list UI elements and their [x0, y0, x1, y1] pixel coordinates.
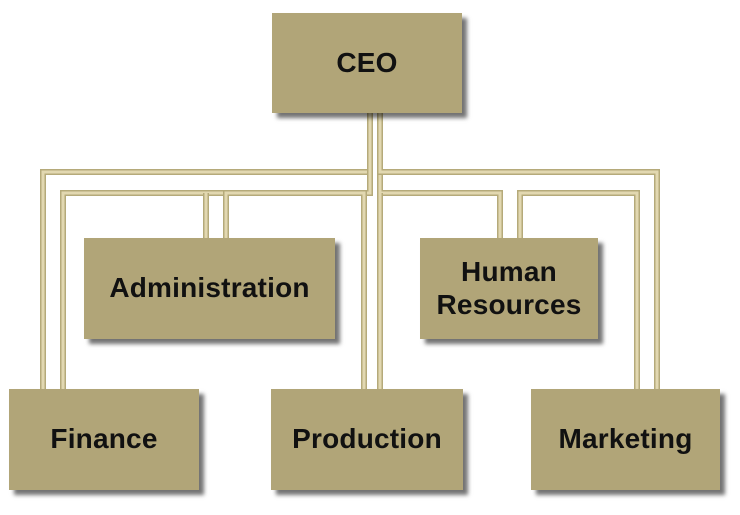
production-box: Production: [271, 389, 463, 490]
connector-ceo-marketing-inner: [518, 191, 639, 389]
connector-ceo-human-resources: [378, 113, 502, 238]
marketing-label: Marketing: [558, 423, 693, 455]
finance-label: Finance: [50, 423, 158, 455]
human-resources-box: Human Resources: [420, 238, 598, 339]
human-resources-label-line-1: Human: [461, 256, 557, 288]
connector-ceo-production: [224, 191, 366, 389]
connector-ceo-finance-inner: [61, 113, 372, 389]
ceo-label: CEO: [336, 46, 398, 78]
finance-box: Finance: [9, 389, 199, 490]
administration-label: Administration: [109, 272, 310, 304]
connector-ceo-human-resources-edge: [377, 113, 503, 238]
ceo-box: CEO: [272, 13, 462, 113]
human-resources-label-line-2: Resources: [436, 288, 582, 320]
production-label: Production: [292, 423, 442, 455]
connector-ceo-marketing-outer: [378, 113, 659, 389]
administration-box: Administration: [84, 238, 335, 339]
marketing-box: Marketing: [531, 389, 720, 490]
